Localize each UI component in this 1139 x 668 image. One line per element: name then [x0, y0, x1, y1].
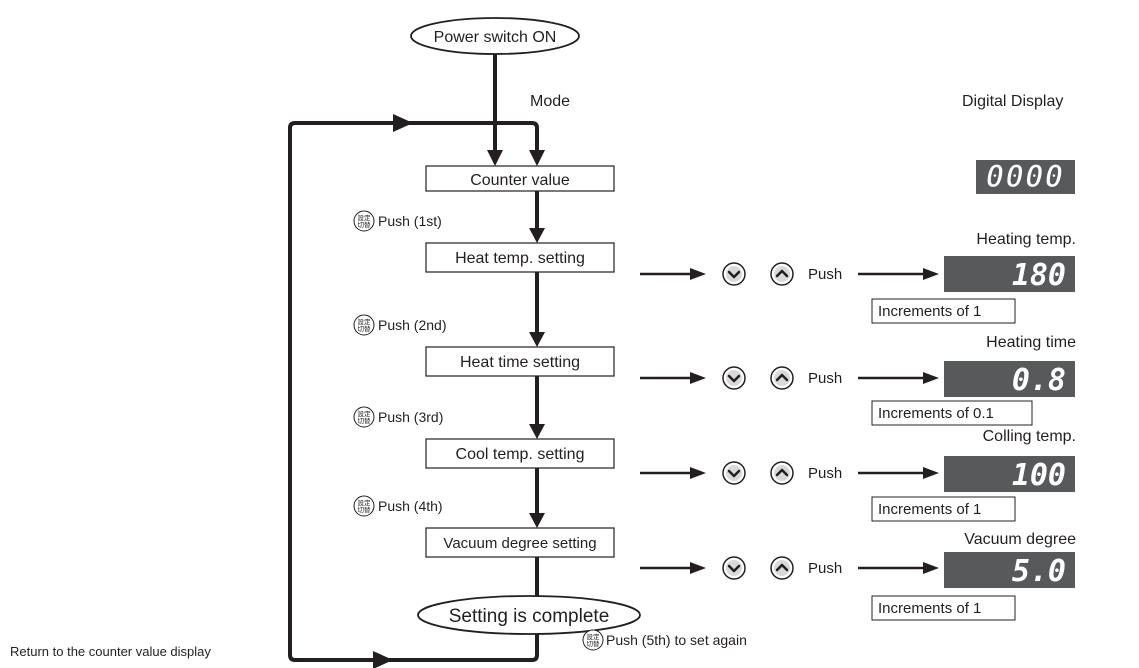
display-value: 0.8 — [1012, 363, 1066, 398]
set-button-line1: 設定 — [587, 632, 601, 641]
set-button-line2: 切替 — [587, 639, 601, 648]
arrow-head — [690, 268, 706, 280]
setting-label: Heat temp. setting — [455, 250, 585, 267]
increment-label: Increments of 1 — [878, 303, 981, 320]
push-label: Push — [808, 370, 842, 387]
start-ellipse — [410, 17, 580, 55]
arrow-head — [690, 467, 706, 479]
increment-box — [871, 298, 1016, 324]
display-title: Heating time — [986, 334, 1076, 351]
complete-label: Setting is complete — [449, 606, 610, 627]
setting-box — [425, 242, 615, 273]
display-header: Digital Display — [962, 93, 1063, 110]
setting-box — [425, 527, 615, 558]
increment-label: Increments of 1 — [878, 501, 981, 518]
push-label: Push — [808, 266, 842, 283]
setting-label: Vacuum degree setting — [443, 535, 596, 552]
set-switch-button-icon[interactable]: 設定 切替 — [582, 629, 604, 651]
push-count-label: Push (1st) — [378, 213, 442, 229]
set-button-line1: 設定 — [358, 213, 372, 222]
push-count-label: Push (3rd) — [378, 409, 443, 425]
digital-display — [944, 256, 1075, 292]
set-button-line1: 設定 — [358, 498, 372, 507]
set-button-line2: 切替 — [358, 416, 372, 425]
increment-label: Increments of 1 — [878, 600, 981, 617]
set-button-line1: 設定 — [358, 409, 372, 418]
push-label: Push — [808, 560, 842, 577]
set-button-line2: 切替 — [358, 324, 372, 333]
digital-display — [944, 361, 1075, 397]
push-label: Push — [808, 465, 842, 482]
increment-label: Increments of 0.1 — [878, 405, 994, 422]
display-title: Vacuum degree — [964, 531, 1076, 548]
display-value: 5.0 — [1012, 554, 1066, 589]
return-note: Return to the counter value display — [10, 644, 211, 659]
setting-label: Cool temp. setting — [456, 446, 585, 463]
arrow-head — [923, 268, 939, 280]
arrow-head — [923, 467, 939, 479]
flow-connectors — [288, 52, 545, 668]
chevron-down-circle-icon[interactable] — [721, 261, 747, 287]
counter-box — [425, 165, 615, 192]
display-value: 100 — [1012, 458, 1066, 493]
counter-display-value: 0000 — [986, 159, 1065, 195]
chevron-up-circle-icon[interactable] — [769, 555, 795, 581]
digital-display — [944, 456, 1075, 492]
complete-ellipse — [417, 595, 641, 635]
chevron-up-circle-icon[interactable] — [769, 460, 795, 486]
display-title: Heating temp. — [976, 231, 1076, 248]
digital-display — [944, 552, 1075, 588]
push-again-label: Push (5th) to set again — [606, 632, 747, 648]
setting-box — [425, 346, 615, 377]
display-title: Colling temp. — [983, 428, 1076, 445]
chevron-down-circle-icon[interactable] — [721, 460, 747, 486]
setting-label: Heat time setting — [460, 354, 580, 371]
arrow-head — [923, 562, 939, 574]
counter-display — [976, 160, 1075, 194]
arrow-head — [690, 562, 706, 574]
increment-box — [871, 400, 1033, 426]
set-button-line2: 切替 — [358, 220, 372, 229]
increment-box — [871, 496, 1016, 522]
mode-header: Mode — [530, 93, 570, 110]
push-count-label: Push (2nd) — [378, 317, 446, 333]
chevron-down-circle-icon[interactable] — [721, 555, 747, 581]
chevron-down-circle-icon[interactable] — [721, 365, 747, 391]
arrow-head — [690, 372, 706, 384]
chevron-up-circle-icon[interactable] — [769, 261, 795, 287]
set-button-line2: 切替 — [358, 505, 372, 514]
counter-label: Counter value — [470, 172, 570, 189]
arrow-head — [923, 372, 939, 384]
push-count-label: Push (4th) — [378, 498, 443, 514]
set-button-line1: 設定 — [358, 317, 372, 326]
start-label: Power switch ON — [434, 29, 557, 46]
chevron-up-circle-icon[interactable] — [769, 365, 795, 391]
setting-box — [425, 438, 615, 469]
increment-box — [871, 595, 1016, 621]
display-value: 180 — [1012, 258, 1066, 293]
